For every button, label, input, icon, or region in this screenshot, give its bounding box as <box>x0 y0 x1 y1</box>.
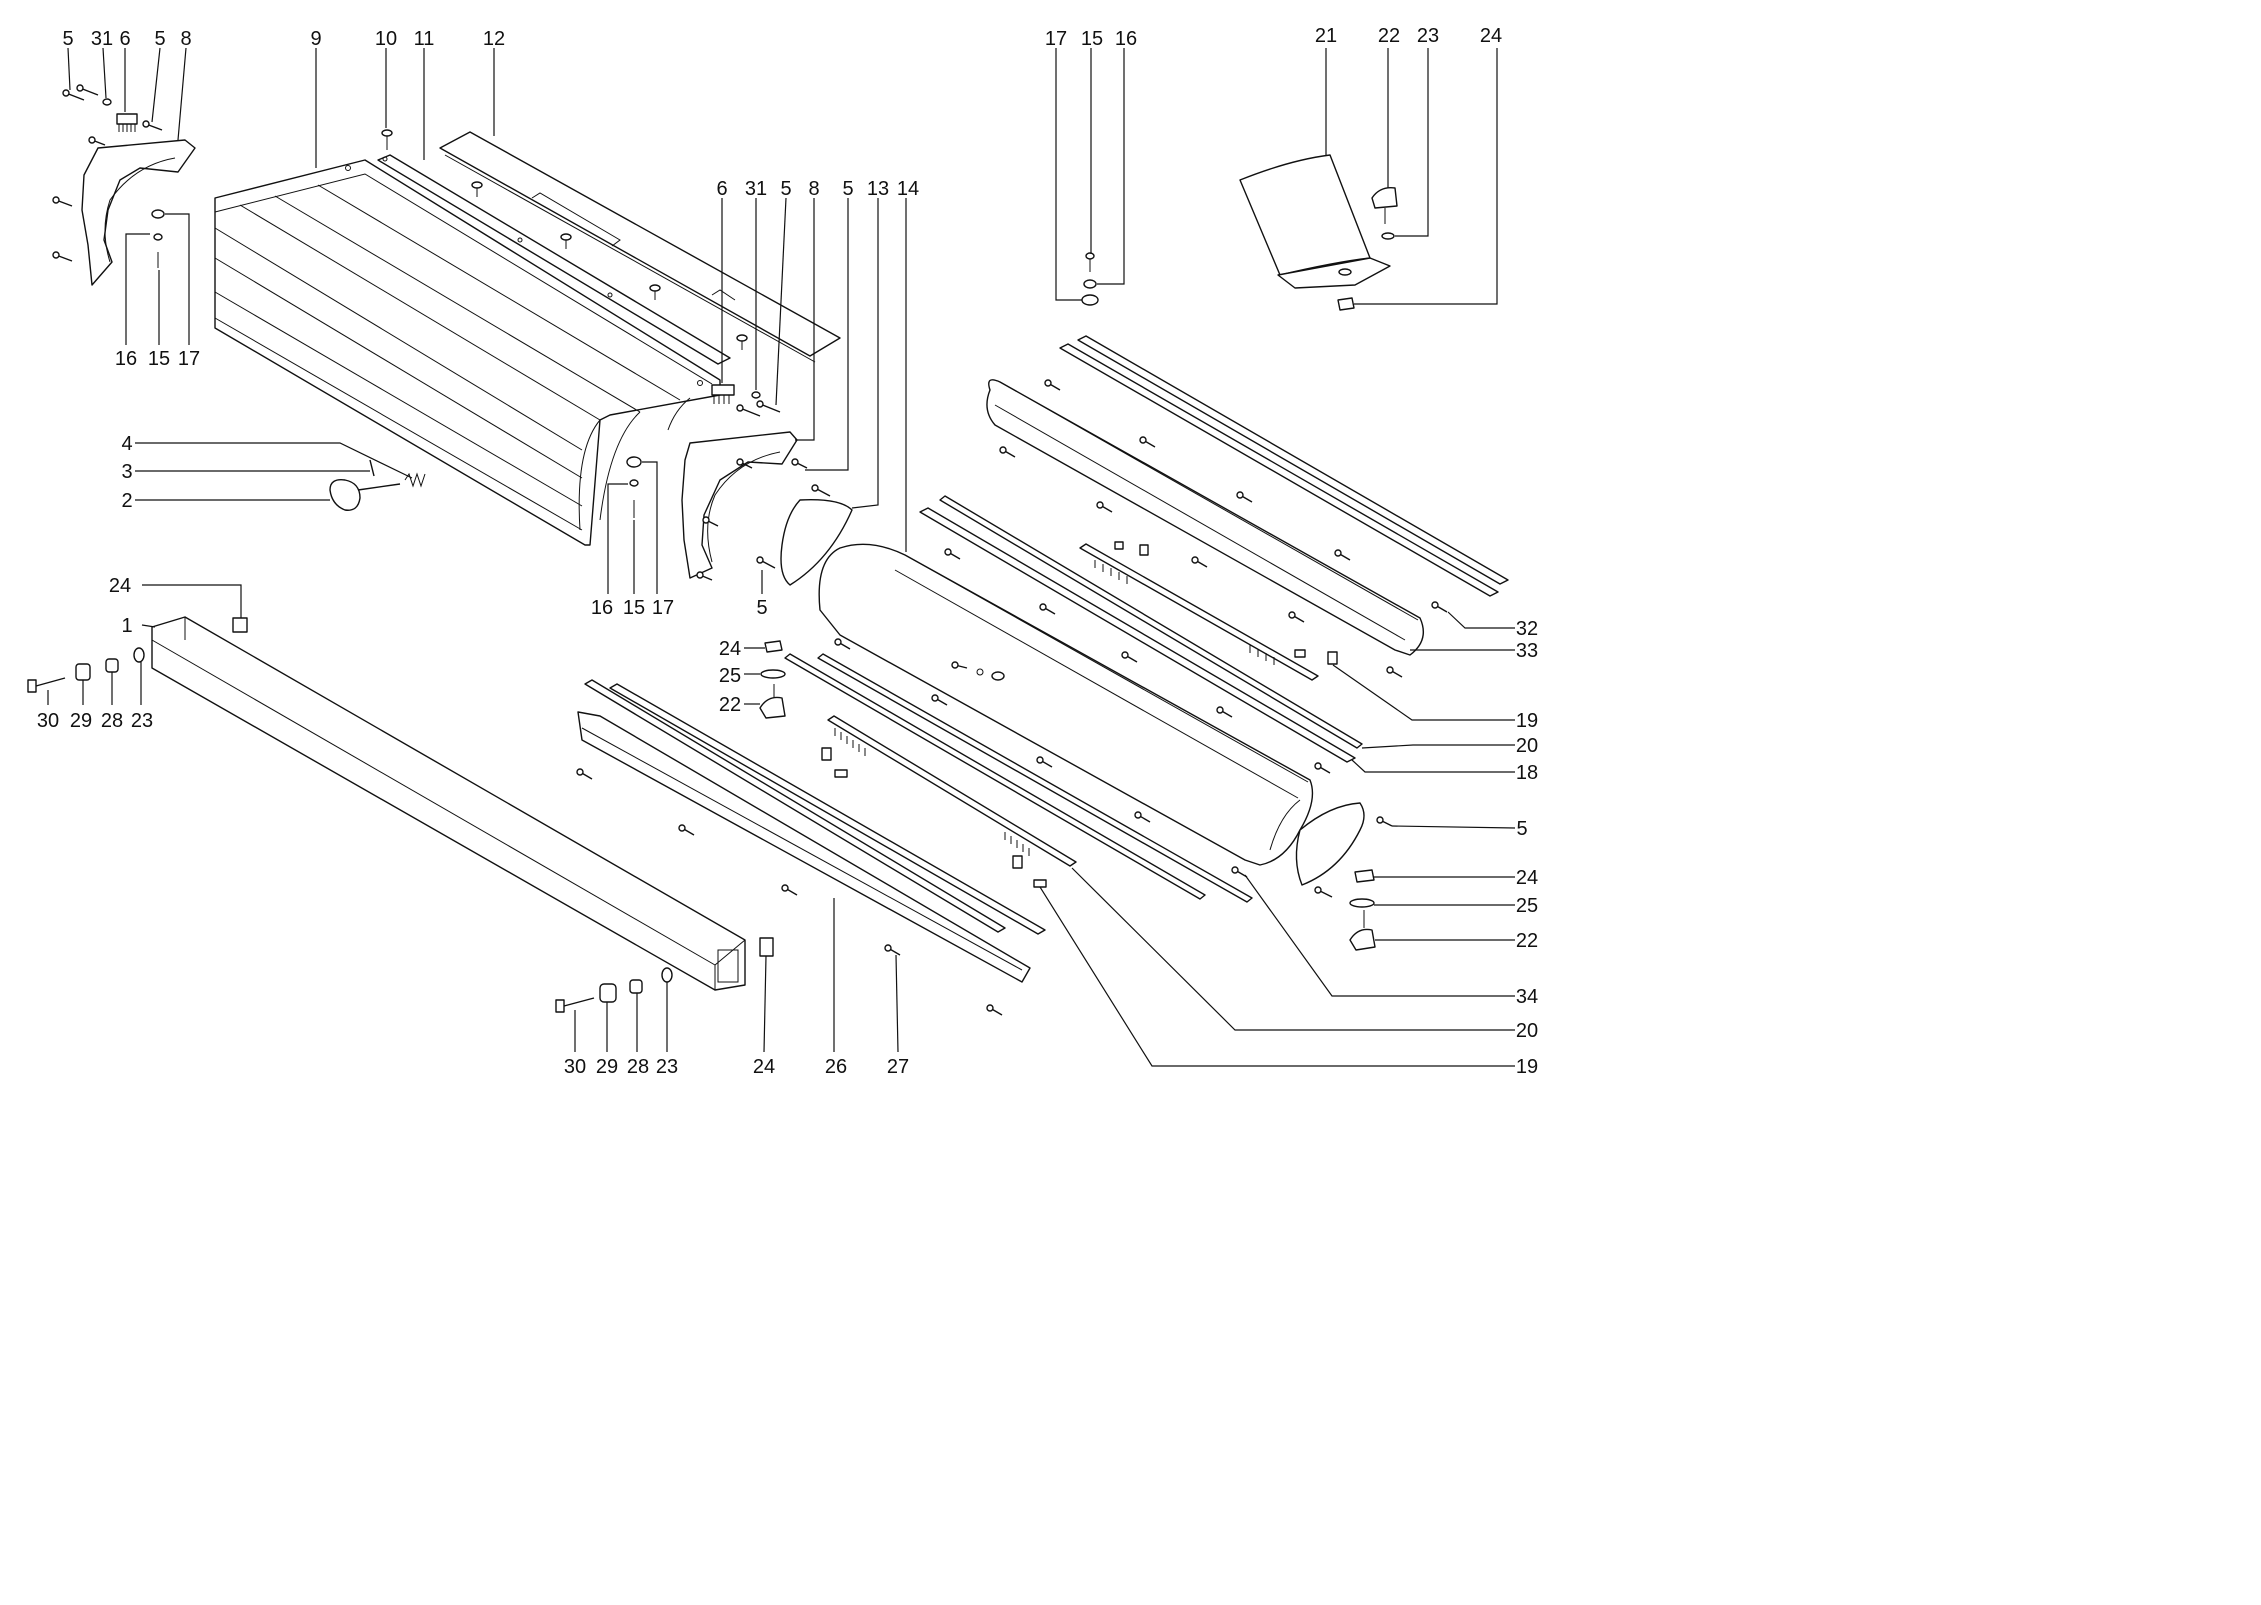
callout-32: 32 <box>1516 618 1538 640</box>
callout-23: 23 <box>1417 25 1439 47</box>
callout-2: 2 <box>121 490 132 512</box>
part-14-housing <box>818 543 1314 866</box>
callout-5: 5 <box>1516 818 1527 840</box>
part-1-square-tube <box>151 616 746 991</box>
callout-19: 19 <box>1516 710 1538 732</box>
callout-24: 24 <box>719 638 741 660</box>
part-33-curved-profile <box>986 379 1424 656</box>
fasteners-30-29-28-23-left <box>27 647 145 693</box>
callout-17: 17 <box>178 348 200 370</box>
part-13-end-cap <box>756 484 853 586</box>
callout-15: 15 <box>1081 28 1103 50</box>
hardware-24-25-22-right <box>1349 869 1376 951</box>
callout-5: 5 <box>62 28 73 50</box>
callout-25: 25 <box>1516 895 1538 917</box>
callout-15: 15 <box>623 597 645 619</box>
callout-19: 19 <box>1516 1056 1538 1078</box>
callout-5: 5 <box>154 28 165 50</box>
callout-24: 24 <box>109 575 131 597</box>
callout-14: 14 <box>897 178 919 200</box>
callout-15: 15 <box>148 348 170 370</box>
hardware-22-23-24-upper-right <box>1337 187 1398 311</box>
callout-5: 5 <box>780 178 791 200</box>
callout-10: 10 <box>375 28 397 50</box>
callout-30: 30 <box>37 710 59 732</box>
callout-29: 29 <box>70 710 92 732</box>
callout-31: 31 <box>745 178 767 200</box>
callout-17: 17 <box>1045 28 1067 50</box>
callout-28: 28 <box>101 710 123 732</box>
part-6-comb-center <box>711 384 781 417</box>
parts-15-16-17-center <box>626 456 642 518</box>
callout-21: 21 <box>1315 25 1337 47</box>
callout-26: 26 <box>825 1056 847 1078</box>
callout-11: 11 <box>414 28 435 50</box>
part-21-cover <box>1239 154 1391 289</box>
part-20-strip-upper <box>939 495 1363 749</box>
parts-2-3-4-knob <box>329 459 426 511</box>
callout-4: 4 <box>121 433 132 455</box>
part-19-rack-lower <box>821 715 1077 888</box>
callout-23: 23 <box>656 1056 678 1078</box>
callout-33: 33 <box>1516 640 1538 662</box>
part-18-strip <box>919 507 1356 763</box>
callout-5: 5 <box>756 597 767 619</box>
exploded-parts-diagram: 5 31 6 5 8 9 10 11 12 16 15 17 4 3 2 6 3… <box>0 0 1568 1109</box>
callout-16: 16 <box>115 348 137 370</box>
callout-23: 23 <box>131 710 153 732</box>
diagram-canvas: 5 31 6 5 8 9 10 11 12 16 15 17 4 3 2 6 3… <box>27 25 1538 1078</box>
callout-27: 27 <box>887 1056 909 1078</box>
fasteners-30-29-28-23-bottom <box>555 937 774 1013</box>
callout-16: 16 <box>1115 28 1137 50</box>
part-32-strip <box>1059 335 1509 597</box>
parts-15-16-17-upper-right <box>1081 252 1099 306</box>
callout-6: 6 <box>716 178 727 200</box>
callout-24: 24 <box>1516 867 1538 889</box>
callout-24: 24 <box>753 1056 775 1078</box>
callout-20: 20 <box>1516 735 1538 757</box>
part-right-end-cap <box>1295 802 1393 898</box>
part-12-channel-strip <box>439 131 841 363</box>
callout-22: 22 <box>1516 930 1538 952</box>
callout-24: 24 <box>1480 25 1502 47</box>
callout-8: 8 <box>808 178 819 200</box>
part-6-comb-left <box>116 113 138 132</box>
callout-3: 3 <box>121 461 132 483</box>
callout-20: 20 <box>1516 1020 1538 1042</box>
callout-30: 30 <box>564 1056 586 1078</box>
part-26-angle-rail <box>577 679 1046 983</box>
callout-31: 31 <box>91 28 113 50</box>
callout-29: 29 <box>596 1056 618 1078</box>
scattered-screws <box>576 379 1448 1016</box>
callout-9: 9 <box>310 28 321 50</box>
part-19-rack-upper <box>1079 541 1338 681</box>
strip-screws <box>471 181 748 350</box>
callout-5: 5 <box>842 178 853 200</box>
screws-upper-left <box>52 84 163 262</box>
part-9-main-extrusion <box>214 159 721 546</box>
callout-12: 12 <box>483 28 505 50</box>
callout-25: 25 <box>719 665 741 687</box>
lower-center-strips <box>784 653 1253 903</box>
leader-lines <box>47 47 1516 1067</box>
callout-13: 13 <box>867 178 889 200</box>
callout-8: 8 <box>180 28 191 50</box>
part-11-strip <box>377 154 731 365</box>
callout-22: 22 <box>1378 25 1400 47</box>
callout-labels: 5 31 6 5 8 9 10 11 12 16 15 17 4 3 2 6 3… <box>37 25 1538 1078</box>
hardware-24-25-22-mid <box>759 640 786 719</box>
callout-1: 1 <box>121 615 132 637</box>
callout-18: 18 <box>1516 762 1538 784</box>
callout-22: 22 <box>719 694 741 716</box>
callout-34: 34 <box>1516 986 1538 1008</box>
callout-28: 28 <box>627 1056 649 1078</box>
callout-6: 6 <box>119 28 130 50</box>
part-8-end-plate-left <box>81 139 196 286</box>
parts-15-16-17-left <box>151 209 165 268</box>
callout-16: 16 <box>591 597 613 619</box>
part-8-end-plate-center <box>681 431 798 579</box>
callout-17: 17 <box>652 597 674 619</box>
part-10-screw <box>381 129 393 150</box>
